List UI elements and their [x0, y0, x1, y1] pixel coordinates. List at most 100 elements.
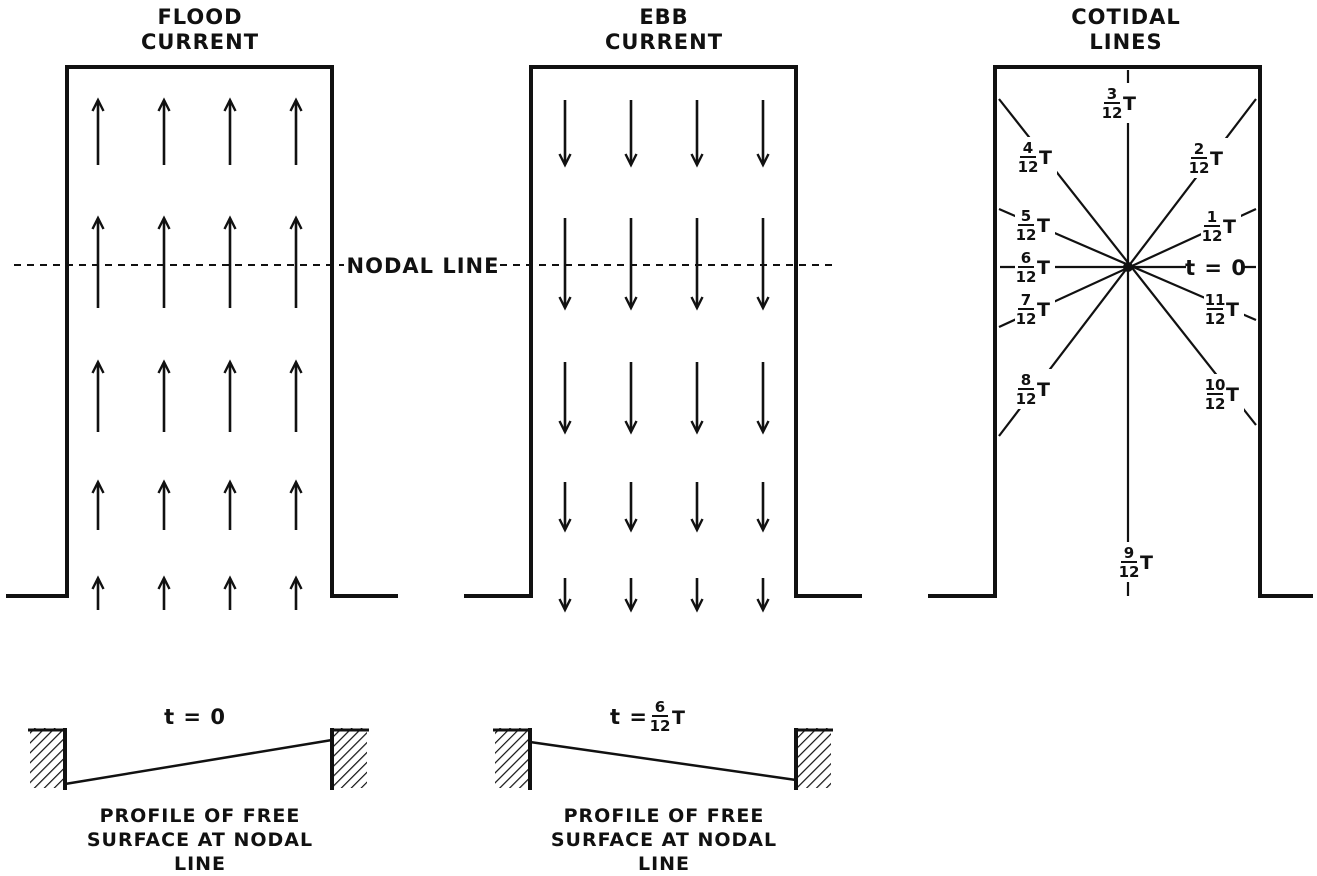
ebb-current-arrow: [624, 100, 638, 168]
ebb-profile-caption-line1: PROFILE OF FREE: [564, 805, 765, 827]
ebb-current-arrow: [624, 578, 638, 613]
cotidal-label-3-unit: T: [1123, 93, 1136, 115]
ebb-profile-left-wall-hatch: [495, 728, 529, 788]
ebb-title-line2: CURRENT: [605, 30, 723, 54]
flood-current-arrow: [91, 575, 105, 610]
ebb-current-arrow: [624, 218, 638, 311]
cotidal-label-6-num: 6: [1021, 249, 1031, 267]
flood-current-arrow: [91, 215, 105, 308]
cotidal-label-2-unit: T: [1210, 148, 1223, 170]
ebb-current-arrow: [624, 482, 638, 533]
cotidal-label-1-den: 12: [1202, 227, 1223, 245]
cotidal-label-10-num: 10: [1205, 376, 1226, 394]
ebb-profile: t = 6 12 T PROFILE OF FREE SURFACE AT NO…: [493, 698, 833, 875]
amphidromic-point: [1123, 262, 1133, 272]
flood-profile-right-wall-hatch: [333, 728, 367, 788]
flood-current-arrows: [91, 97, 303, 610]
cotidal-label-6-den: 12: [1016, 268, 1037, 286]
flood-current-arrow: [157, 575, 171, 610]
ebb-time-num: 6: [655, 698, 665, 716]
ebb-current-arrow: [756, 482, 770, 533]
flood-current-arrow: [289, 575, 303, 610]
flood-current-arrow: [223, 215, 237, 308]
cotidal-label-6-unit: T: [1037, 257, 1050, 279]
flood-profile-caption-line2: SURFACE AT NODAL: [87, 829, 313, 851]
flood-current-arrow: [289, 215, 303, 308]
flood-profile-caption-line3: LINE: [174, 853, 226, 875]
cotidal-label-11-den: 12: [1205, 310, 1226, 328]
flood-profile-time-label: t = 0: [164, 705, 226, 729]
ebb-current-arrow: [690, 362, 704, 435]
flood-profile-caption-line1: PROFILE OF FREE: [100, 805, 301, 827]
ebb-profile-time-label: t = 6 12 T: [610, 698, 685, 735]
flood-current-arrow: [223, 479, 237, 530]
cotidal-label-7-unit: T: [1037, 299, 1050, 321]
flood-profile-left-wall-hatch: [30, 728, 64, 788]
cotidal-label-5-den: 12: [1016, 226, 1037, 244]
cotidal-label-10-den: 12: [1205, 395, 1226, 413]
cotidal-label-10-unit: T: [1226, 384, 1239, 406]
ebb-current-arrow: [756, 100, 770, 168]
cotidal-label-9-den: 12: [1119, 563, 1140, 581]
cotidal-label-11-num: 11: [1205, 291, 1226, 309]
cotidal-label-5-num: 5: [1021, 207, 1031, 225]
flood-profile: t = 0 PROFILE OF FREE SURFACE AT NODAL L…: [28, 705, 369, 875]
flood-current-arrow: [289, 479, 303, 530]
cotidal-lines-title: COTIDAL LINES: [1071, 5, 1179, 54]
ebb-current-arrow: [558, 578, 572, 613]
flood-current-title: FLOOD CURRENT: [141, 5, 258, 54]
cotidal-label-1-num: 1: [1207, 208, 1217, 226]
flood-current-arrow: [157, 359, 171, 432]
cotidal-label-7-den: 12: [1016, 310, 1037, 328]
flood-current-arrow: [223, 359, 237, 432]
nodal-line-label: NODAL LINE: [347, 254, 500, 278]
ebb-current-title: EBB CURRENT: [605, 5, 723, 54]
cotidal-label-9-num: 9: [1124, 544, 1134, 562]
ebb-current-arrow: [558, 100, 572, 168]
ebb-profile-right-wall-hatch: [797, 728, 831, 788]
flood-current-arrow: [157, 479, 171, 530]
ebb-current-arrow: [756, 218, 770, 311]
ebb-current-arrow: [690, 100, 704, 168]
ebb-current-arrow: [558, 362, 572, 435]
ebb-current-arrow: [624, 362, 638, 435]
cotidal-label-4-num: 4: [1023, 139, 1033, 157]
cotidal-label-4-den: 12: [1018, 158, 1039, 176]
ebb-time-unit: T: [672, 707, 685, 729]
flood-current-arrow: [223, 575, 237, 610]
ebb-basin-outline: [464, 65, 862, 598]
cotidal-label-3-den: 12: [1102, 104, 1123, 122]
ebb-profile-caption-line3: LINE: [638, 853, 690, 875]
flood-current-arrow: [157, 215, 171, 308]
cotidal-label-t0: t = 0: [1185, 253, 1246, 281]
flood-current-arrow: [223, 97, 237, 165]
flood-current-arrow: [289, 359, 303, 432]
cotidal-label-8-unit: T: [1037, 379, 1050, 401]
cotidal-label-3-num: 3: [1107, 85, 1117, 103]
cotidal-label-9-unit: T: [1140, 552, 1153, 574]
cotidal-label-8-num: 8: [1021, 371, 1031, 389]
ebb-time-den: 12: [650, 717, 671, 735]
ebb-current-arrow: [558, 482, 572, 533]
cotidal-label-5-unit: T: [1037, 215, 1050, 237]
ebb-time-prefix: t =: [610, 705, 648, 729]
ebb-current-arrow: [756, 578, 770, 613]
ebb-free-surface-line: [529, 740, 797, 782]
cotidal-label-8-den: 12: [1016, 390, 1037, 408]
cotidal-label-1-unit: T: [1223, 216, 1236, 238]
ebb-current-arrow: [690, 578, 704, 613]
flood-current-arrow: [289, 97, 303, 165]
flood-current-arrow: [91, 97, 105, 165]
flood-current-arrow: [91, 479, 105, 530]
